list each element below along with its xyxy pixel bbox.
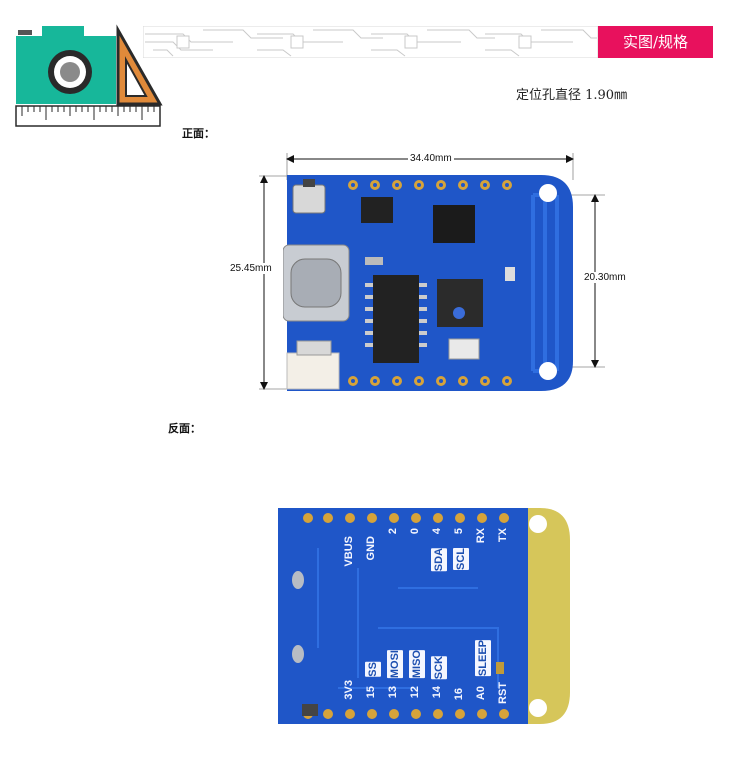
pin-ss-label: SS: [365, 662, 381, 677]
pin-gnd-label: GND: [365, 536, 377, 561]
antenna-trace: [531, 193, 559, 373]
camera-icon: [16, 26, 116, 104]
width-dimension: 34.40mm: [408, 153, 454, 164]
hole-spacing-dimension: 20.30mm: [582, 272, 628, 283]
pin-tx-label: TX: [497, 528, 509, 543]
height-dimension: 25.45mm: [228, 263, 274, 274]
pin-sck-label: SCK: [431, 656, 447, 680]
pin-5-number: 5: [453, 528, 465, 535]
back-pcb-board: [278, 508, 570, 724]
pin-13-number: 13: [387, 686, 399, 699]
pin-scl-label: SCL: [453, 548, 469, 570]
front-pcb-board: [283, 175, 573, 391]
front-side-label: 正面：: [182, 128, 215, 140]
pin-mosi-label: MOSI: [387, 650, 403, 679]
pin-rst-label: RST: [497, 682, 509, 704]
pin-16-number: 16: [453, 688, 465, 701]
pin-14-number: 14: [431, 686, 443, 699]
pin-3v3-label: 3V3: [343, 680, 355, 700]
back-traces: [317, 548, 499, 689]
pin-rx-label: RX: [475, 528, 487, 544]
pin-vbus-label: VBUS: [343, 536, 355, 567]
pin-2-number: 2: [387, 528, 399, 535]
pin-15-number: 15: [365, 686, 377, 699]
pin-sleep-label: SLEEP: [475, 640, 491, 677]
pin-12-number: 12: [409, 686, 421, 699]
circuit-pattern-banner: [143, 26, 598, 58]
pin-4-number: 4: [431, 528, 443, 535]
pin-miso-label: MISO: [409, 650, 425, 679]
pin-a0-number: A0: [475, 686, 487, 701]
spec-tag: 实图/规格: [598, 26, 713, 58]
pin-0-number: 0: [409, 528, 421, 535]
ruler-icon: [15, 105, 161, 127]
set-square-icon: [116, 24, 163, 106]
camera-ruler-logo: [15, 24, 163, 127]
back-side-label: 反面：: [168, 423, 201, 435]
hole-diameter-note: 定位孔直径 1.90㎜: [516, 88, 628, 103]
pin-sda-label: SDA: [431, 548, 447, 572]
